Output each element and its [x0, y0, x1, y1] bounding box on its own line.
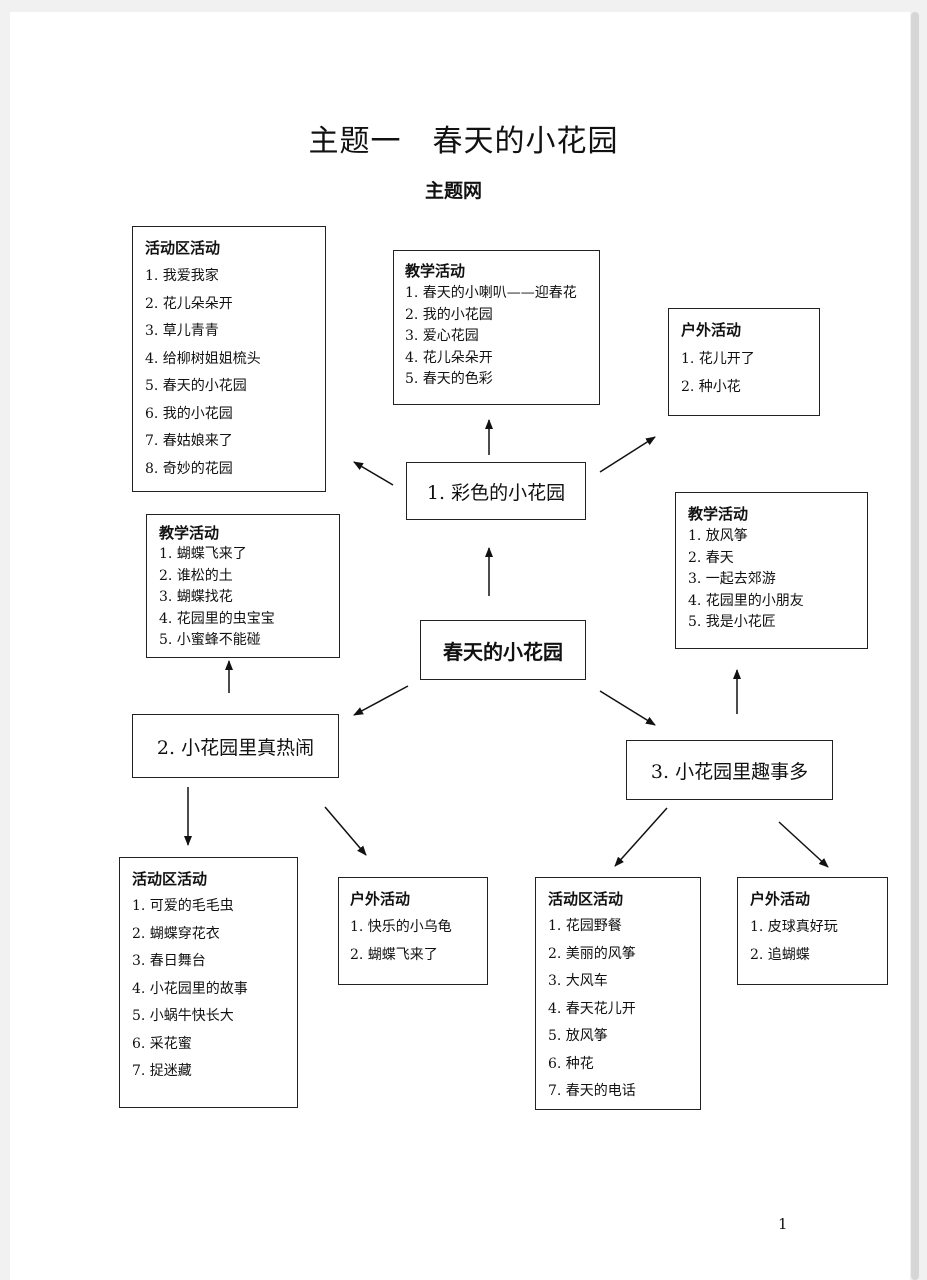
list-item: 3. 大风车: [548, 973, 608, 989]
list-item: 1. 放风筝: [688, 528, 748, 544]
list-item: 1. 蝴蝶飞来了: [159, 546, 247, 562]
list-item: 6. 采花蜜: [132, 1035, 192, 1052]
page-title: 主题一 春天的小花园: [308, 124, 619, 159]
box-heading: 户外活动: [681, 321, 742, 339]
list-item: 8. 奇妙的花园: [145, 460, 233, 477]
list-item: 1. 可爱的毛毛虫: [132, 898, 234, 914]
list-item: 5. 春天的小花园: [145, 378, 247, 394]
list-item: 3. 一起去郊游: [688, 571, 776, 587]
list-item: 5. 春天的色彩: [405, 371, 493, 387]
list-item: 1. 皮球真好玩: [750, 919, 838, 935]
box-heading: 教学活动: [688, 505, 749, 523]
list-item: 7. 春姑娘来了: [145, 433, 233, 449]
list-item: 2. 春天: [688, 549, 734, 566]
subtheme-node-1: 1. 彩色的小花园: [406, 462, 586, 520]
box-heading: 户外活动: [750, 890, 811, 908]
list-item: 6. 种花: [548, 1055, 594, 1072]
list-item: 4. 花园里的小朋友: [688, 592, 804, 609]
list-item: 5. 放风筝: [548, 1028, 608, 1044]
list-item: 2. 种小花: [681, 379, 741, 395]
list-item: 1. 花园野餐: [548, 918, 622, 934]
list-item: 1. 我爱我家: [145, 268, 219, 284]
activity-box-s2-teach: 教学活动 1. 蝴蝶飞来了 2. 谁松的土 3. 蝴蝶找花 4. 花园里的虫宝宝…: [146, 514, 340, 658]
list-item: 4. 花园里的虫宝宝: [159, 610, 275, 627]
list-item: 2. 追蝴蝶: [750, 946, 810, 963]
list-item: 4. 花儿朵朵开: [405, 349, 493, 366]
list-item: 3. 春日舞台: [132, 953, 206, 969]
arrow-center-to-s2: [353, 685, 409, 716]
list-item: 1. 花儿开了: [681, 351, 755, 367]
page-number: 1: [778, 1215, 788, 1233]
list-item: 6. 我的小花园: [145, 405, 233, 422]
activity-box-s3-area: 活动区活动 1. 花园野餐 2. 美丽的风筝 3. 大风车 4. 春天花儿开 5…: [535, 877, 701, 1110]
list-item: 2. 花儿朵朵开: [145, 295, 233, 312]
list-item: 3. 爱心花园: [405, 328, 479, 344]
activity-box-s2-outdoor: 户外活动 1. 快乐的小乌龟 2. 蝴蝶飞来了: [338, 877, 488, 985]
activity-box-s3-outdoor: 户外活动 1. 皮球真好玩 2. 追蝴蝶: [737, 877, 888, 985]
list-item: 2. 蝴蝶穿花衣: [132, 925, 220, 942]
activity-box-s1-area: 活动区活动 1. 我爱我家 2. 花儿朵朵开 3. 草儿青青 4. 给柳树姐姐梳…: [132, 226, 326, 492]
list-item: 7. 春天的电话: [548, 1083, 636, 1099]
list-item: 4. 小花园里的故事: [132, 980, 248, 997]
arrow-s3-to-area: [614, 807, 668, 867]
list-item: 5. 小蜗牛快长大: [132, 1008, 234, 1024]
list-item: 2. 谁松的土: [159, 567, 233, 584]
list-item: 1. 春天的小喇叭——迎春花: [405, 285, 577, 301]
list-item: 5. 我是小花匠: [688, 614, 776, 630]
scrollbar[interactable]: [911, 12, 919, 1280]
list-item: 2. 美丽的风筝: [548, 945, 636, 962]
list-item: 4. 春天花儿开: [548, 1000, 636, 1017]
arrow-s1-to-outdoor: [599, 436, 656, 473]
activity-box-s3-teach: 教学活动 1. 放风筝 2. 春天 3. 一起去郊游 4. 花园里的小朋友 5.…: [675, 492, 868, 649]
arrow-center-to-s3: [599, 690, 656, 726]
list-item: 7. 捉迷藏: [132, 1063, 192, 1079]
list-item: 2. 蝴蝶飞来了: [350, 946, 438, 963]
box-heading: 活动区活动: [132, 870, 208, 888]
activity-box-s1-teach: 教学活动 1. 春天的小喇叭——迎春花 2. 我的小花园 3. 爱心花园 4. …: [393, 250, 600, 405]
box-heading: 活动区活动: [145, 239, 221, 257]
box-heading: 活动区活动: [548, 890, 624, 908]
list-item: 2. 我的小花园: [405, 306, 493, 323]
list-item: 3. 草儿青青: [145, 323, 219, 339]
box-heading: 户外活动: [350, 890, 411, 908]
box-heading: 教学活动: [405, 262, 466, 280]
list-item: 5. 小蜜蜂不能碰: [159, 632, 261, 648]
subtheme-node-3: 3. 小花园里趣事多: [626, 740, 833, 800]
arrow-s2-to-outdoor: [324, 806, 367, 856]
arrow-s3-to-outdoor: [778, 821, 829, 868]
arrow-s1-to-area: [353, 461, 394, 486]
activity-box-s1-outdoor: 户外活动 1. 花儿开了 2. 种小花: [668, 308, 820, 416]
list-item: 1. 快乐的小乌龟: [350, 919, 452, 935]
list-item: 4. 给柳树姐姐梳头: [145, 350, 261, 367]
diagram-subtitle: 主题网: [424, 180, 482, 202]
activity-box-s2-area: 活动区活动 1. 可爱的毛毛虫 2. 蝴蝶穿花衣 3. 春日舞台 4. 小花园里…: [119, 857, 298, 1108]
central-theme-node: 春天的小花园: [420, 620, 586, 680]
list-item: 3. 蝴蝶找花: [159, 589, 233, 605]
subtheme-node-2: 2. 小花园里真热闹: [132, 714, 339, 778]
box-heading: 教学活动: [159, 524, 220, 542]
